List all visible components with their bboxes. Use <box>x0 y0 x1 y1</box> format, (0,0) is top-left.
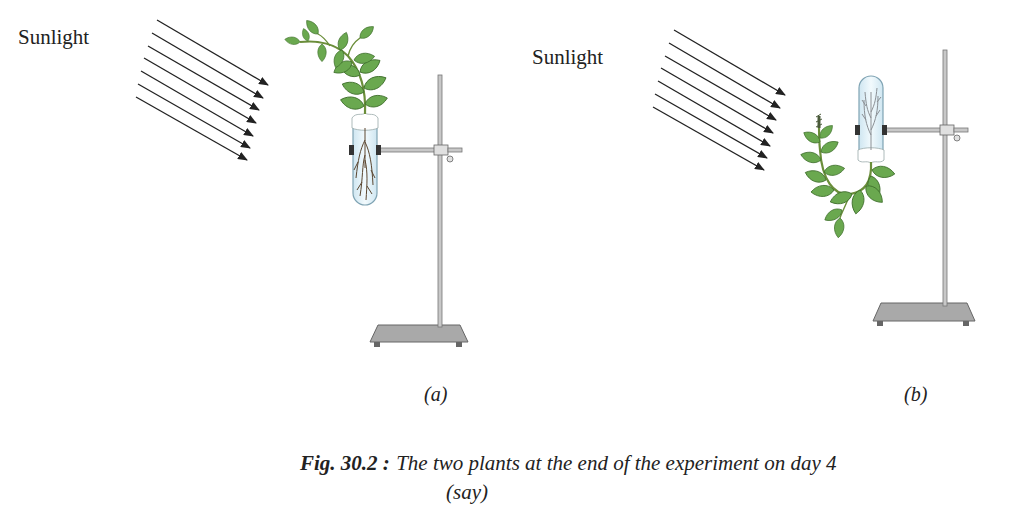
figure-caption: Fig. 30.2 :The two plants at the end of … <box>300 449 840 507</box>
plant-shoot <box>284 18 389 114</box>
panel-label: (a) <box>424 383 447 406</box>
figure-number: Fig. 30.2 : <box>300 451 390 475</box>
light-label: Sunlight <box>18 25 89 50</box>
retort-stand <box>370 75 468 347</box>
plant-shoot <box>800 114 896 238</box>
light-label: Sunlight <box>532 45 603 70</box>
caption-text: The two plants at the end of the experim… <box>396 451 836 504</box>
sun-rays <box>136 20 268 160</box>
sun-rays <box>653 30 785 170</box>
roots <box>354 128 375 200</box>
test-tube <box>855 76 887 163</box>
roots <box>862 88 881 150</box>
test-tube <box>349 113 381 205</box>
panel-label: (b) <box>904 383 927 406</box>
retort-stand <box>873 50 975 326</box>
